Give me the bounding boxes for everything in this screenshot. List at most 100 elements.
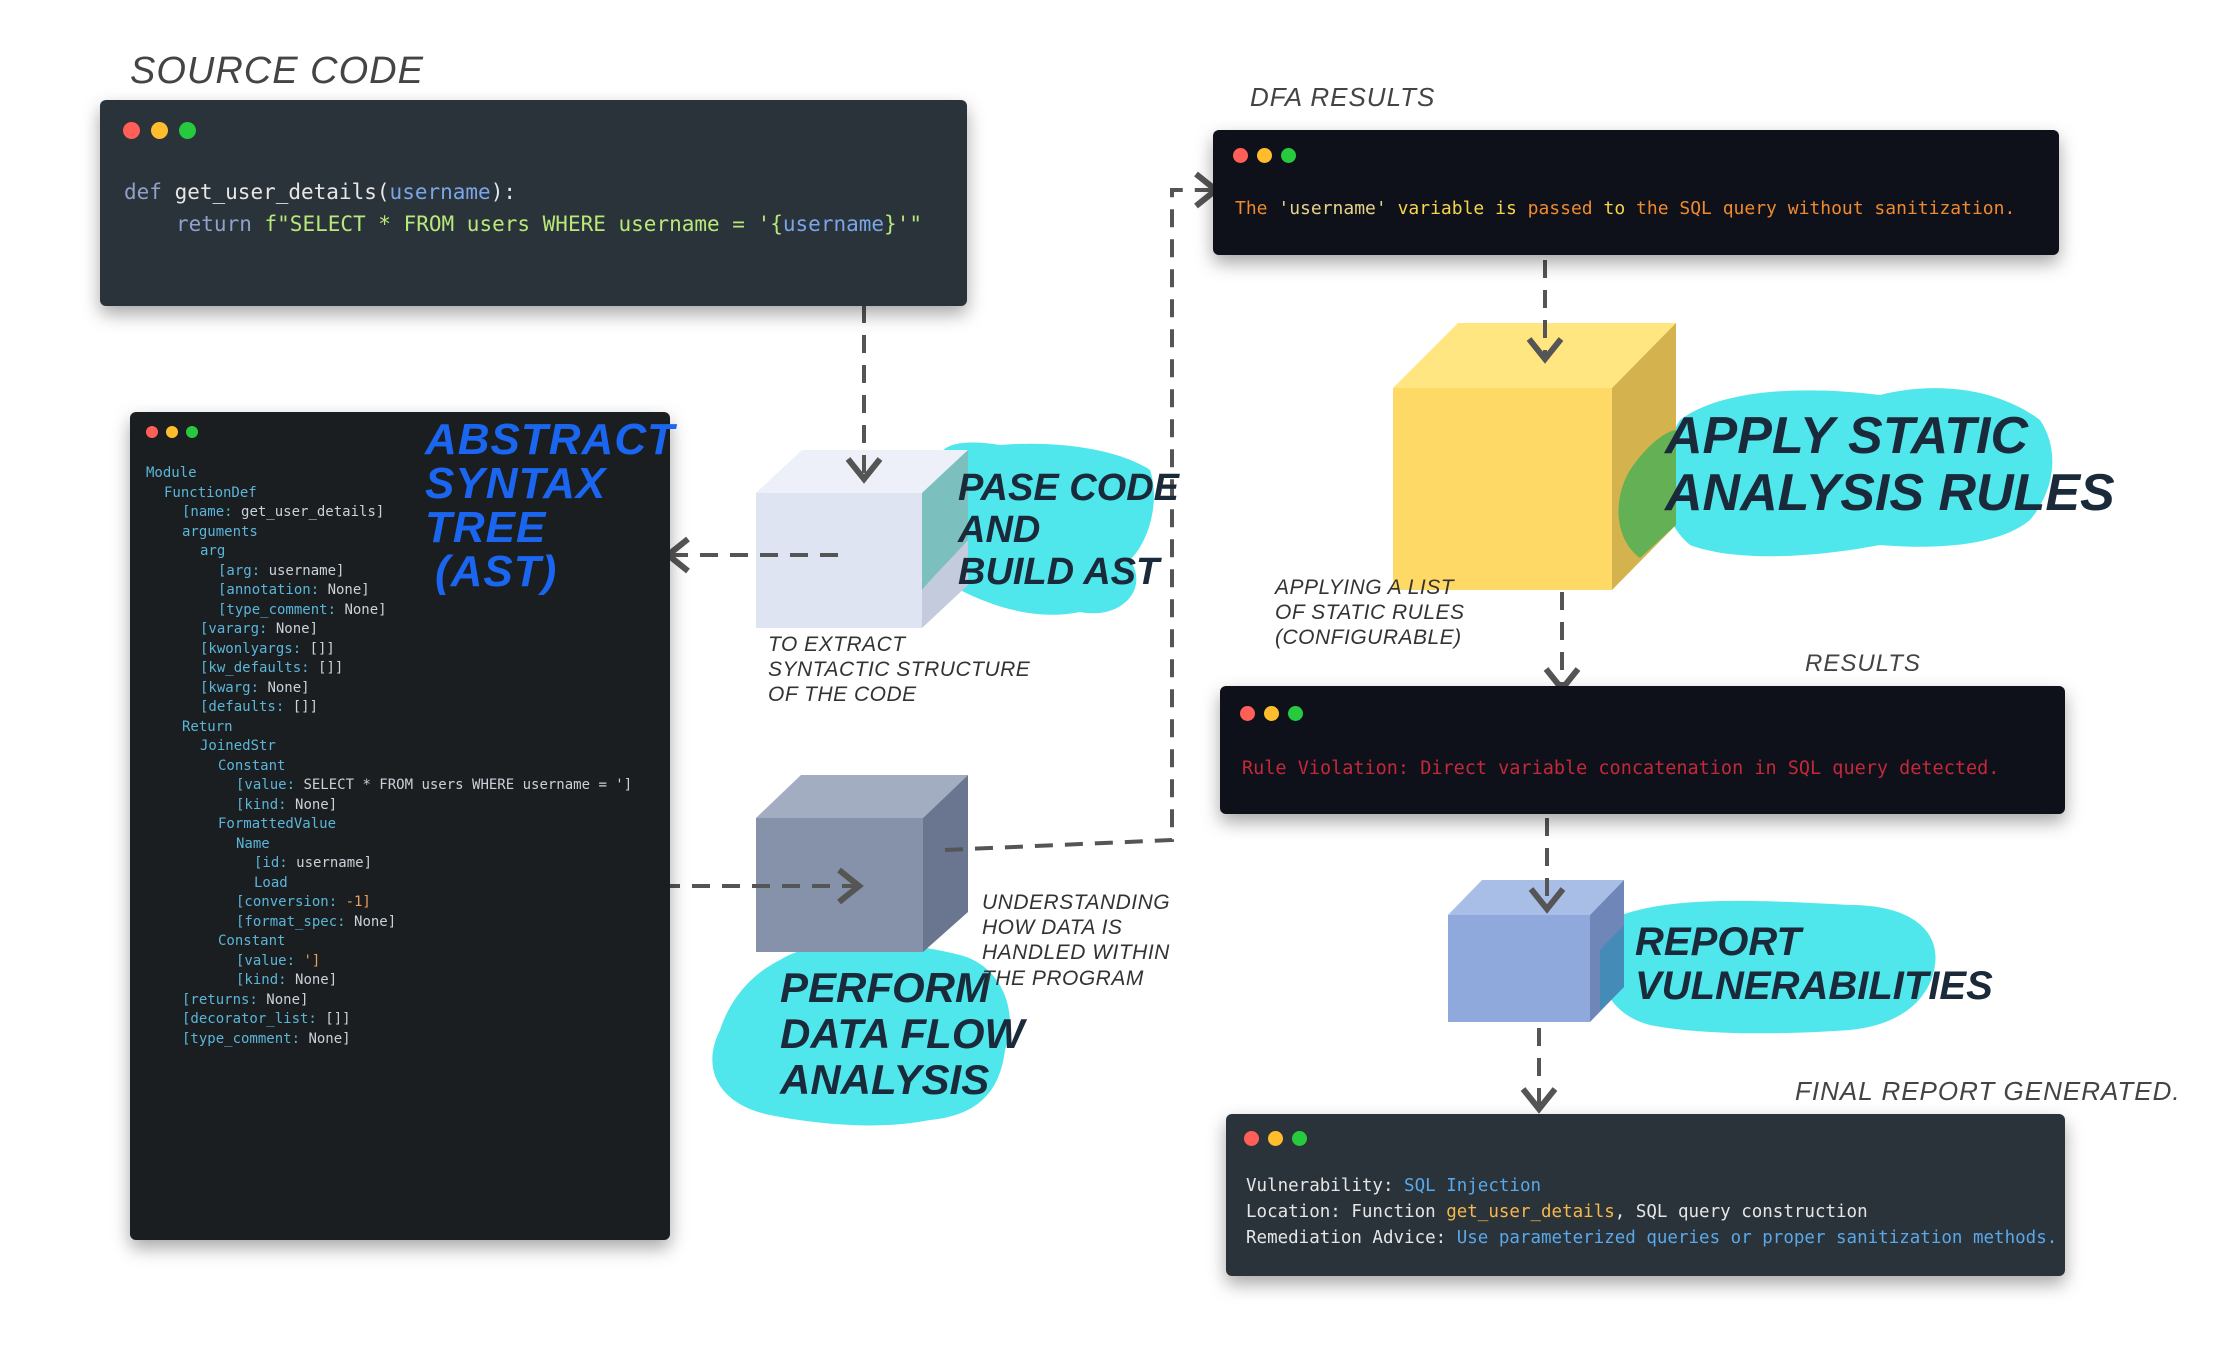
- ast-node-key: [conversion:: [236, 894, 346, 910]
- ast-node-value: []]: [325, 1011, 351, 1027]
- ast-node-key: Return: [182, 718, 233, 735]
- window-controls: [123, 122, 196, 139]
- report-line-location: Location: Function get_user_details, SQL…: [1246, 1202, 1868, 1222]
- cube-dfa: [756, 775, 968, 952]
- ast-node-key: [kind:: [236, 796, 296, 813]
- parse-line-2: AND: [958, 508, 1041, 551]
- minimize-dot-icon: [1264, 706, 1279, 721]
- report-rem-value: Use parameterized queries or proper sani…: [1456, 1228, 2058, 1248]
- source-code-title: SOURCE CODE: [130, 50, 424, 92]
- ast-node: [arg: username]: [146, 562, 632, 582]
- dfa-results-title: DFA RESULTS: [1250, 82, 1436, 112]
- ast-node: [vararg: None]: [146, 620, 632, 640]
- keyword-def: def: [124, 180, 162, 204]
- ast-node-key: [arg:: [218, 562, 269, 579]
- window-controls: [1244, 1131, 1307, 1146]
- ast-node: [name: get_user_details]: [146, 503, 632, 523]
- parse-step-note: TO EXTRACT SYNTACTIC STRUCTURE OF THE CO…: [768, 632, 1030, 708]
- dfa-line-1: PERFORM: [780, 964, 990, 1011]
- keyword-return: return: [176, 212, 252, 236]
- ast-node: Constant: [146, 932, 632, 952]
- ast-node-key: [kw_defaults:: [200, 660, 319, 676]
- report-vuln-label: Vulnerability:: [1246, 1176, 1405, 1196]
- report-vuln-value: SQL Injection: [1404, 1176, 1542, 1196]
- report-line-2: VULNERABILITIES: [1635, 964, 1993, 1008]
- ast-node: [type_comment: None]: [146, 1030, 632, 1050]
- report-line-vulnerability: Vulnerability: SQL Injection: [1246, 1176, 1541, 1196]
- parse-step-label: PASE CODE AND BUILD AST: [958, 467, 1179, 593]
- ast-node-key: Constant: [218, 757, 286, 774]
- parse-note-line-3: OF THE CODE: [768, 683, 917, 707]
- maximize-dot-icon: [1292, 1131, 1307, 1146]
- paren-open: (: [376, 180, 390, 204]
- dfa-results-window: The 'username' variable is passed to the…: [1213, 130, 2059, 255]
- fstring-part-b: }'": [884, 212, 922, 236]
- ast-node: [kw_defaults: []]: [146, 659, 632, 679]
- paren-close: ):: [490, 180, 516, 204]
- final-report-title: FINAL REPORT GENERATED.: [1795, 1076, 2181, 1106]
- dfa-text-var: 'username': [1278, 198, 1387, 219]
- report-loc-value: get_user_details: [1446, 1202, 1615, 1222]
- parse-note-line-1: TO EXTRACT: [768, 633, 906, 656]
- ast-node: arguments: [146, 523, 632, 543]
- fstring-var: username: [782, 212, 885, 236]
- minimize-dot-icon: [151, 122, 168, 139]
- report-step-label: REPORT VULNERABILITIES: [1635, 920, 1993, 1008]
- ast-node: [conversion: -1]: [146, 893, 632, 913]
- ast-node-value: -1]: [345, 894, 371, 910]
- maximize-dot-icon: [179, 122, 196, 139]
- dfa-output-text: The 'username' variable is passed to the…: [1235, 198, 2015, 219]
- window-controls: [146, 426, 198, 438]
- ast-node: [annotation: None]: [146, 581, 632, 601]
- ast-node-key: Load: [254, 874, 288, 891]
- ast-node: Constant: [146, 757, 632, 777]
- report-line-1: REPORT: [1635, 920, 1801, 964]
- ast-node-key: [defaults:: [200, 699, 293, 715]
- static-note-line-1: APPLYING A LIST: [1275, 576, 1455, 599]
- ast-title-line-3: TREE: [425, 503, 547, 552]
- ast-node-key: [annotation:: [218, 582, 328, 598]
- ast-node: [decorator_list: []]: [146, 1010, 632, 1030]
- fstring-part-a: f"SELECT * FROM users WHERE username = '…: [264, 212, 783, 236]
- ast-title-line-4: (AST): [435, 547, 558, 596]
- ast-node-value: username]: [296, 855, 373, 871]
- cube-report: [1448, 880, 1624, 1022]
- static-highlight-blob: [1661, 388, 2053, 557]
- rule-violation-text: Rule Violation: Direct variable concaten…: [1242, 758, 2000, 779]
- dfa-highlight-blob: [712, 942, 1010, 1126]
- window-controls: [1233, 148, 1296, 163]
- dfa-step-label: PERFORM DATA FLOW ANALYSIS: [780, 964, 1024, 1104]
- maximize-dot-icon: [186, 426, 198, 438]
- ast-node-value: None]: [327, 582, 370, 598]
- static-line-1: APPLY STATIC: [1665, 407, 2029, 465]
- ast-node: [returns: None]: [146, 991, 632, 1011]
- ast-node-key: arguments: [182, 523, 258, 540]
- ast-title-line-2: SYNTAX: [425, 459, 607, 508]
- results-title: RESULTS: [1805, 650, 1921, 677]
- ast-node-key: Module: [146, 465, 197, 481]
- ast-node-key: [value:: [236, 952, 304, 969]
- ast-node: [kind: None]: [146, 971, 632, 991]
- ast-node: FormattedValue: [146, 815, 632, 835]
- static-line-2: ANALYSIS RULES: [1665, 464, 2115, 523]
- dfa-note-line-4: THE PROGRAM: [982, 966, 1144, 990]
- ast-node-value: get_user_details]: [241, 504, 385, 520]
- ast-node-value: None]: [354, 913, 397, 930]
- ast-node-key: [value:: [236, 777, 304, 793]
- function-name: get_user_details: [174, 180, 377, 204]
- ast-node-key: Constant: [218, 933, 286, 949]
- ast-node-key: [kwonlyargs:: [200, 640, 310, 657]
- ast-node: arg: [146, 542, 632, 562]
- cube-static: [1393, 323, 1676, 590]
- minimize-dot-icon: [1257, 148, 1272, 163]
- ast-node-key: JoinedStr: [200, 738, 276, 754]
- static-step-label: APPLY STATIC ANALYSIS RULES: [1665, 407, 2115, 523]
- ast-node-value: username]: [268, 562, 345, 579]
- ast-node-key: [type_comment:: [218, 601, 345, 618]
- ast-node-value: None]: [275, 621, 319, 637]
- ast-node-key: [kwarg:: [200, 679, 268, 696]
- ast-node: [kwonlyargs: []]: [146, 640, 632, 660]
- dfa-text-4: passed: [1527, 198, 1593, 219]
